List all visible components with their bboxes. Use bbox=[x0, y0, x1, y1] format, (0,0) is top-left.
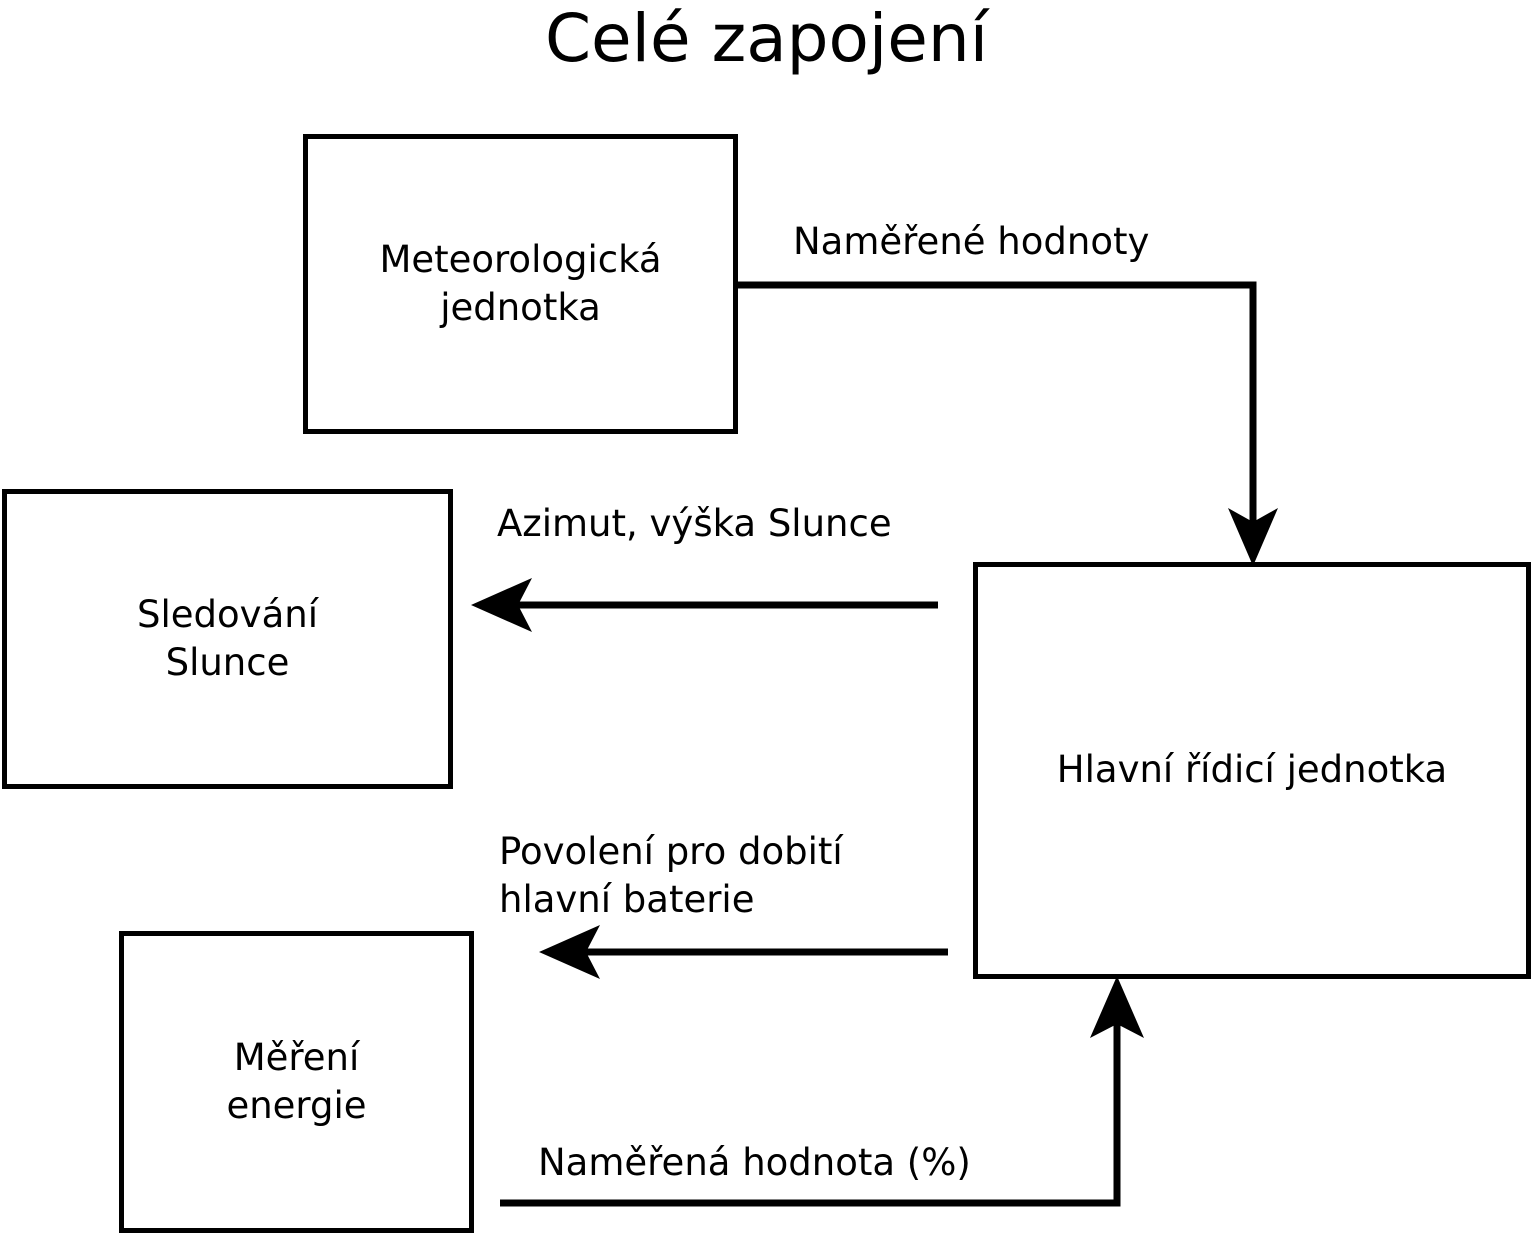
node-label: Meteorologická jednotka bbox=[379, 237, 662, 329]
edge-label-azimuth: Azimut, výška Slunce bbox=[497, 502, 892, 545]
arrowhead-down-icon bbox=[1228, 508, 1278, 566]
node-mereni-energie[interactable]: Měření energie bbox=[119, 931, 474, 1233]
edge-label-measured-values: Naměřené hodnoty bbox=[793, 220, 1150, 263]
arrowhead-left-icon bbox=[539, 925, 600, 979]
node-label: Hlavní řídicí jednotka bbox=[1056, 748, 1448, 792]
edge-label-charge-permission: Povolení pro dobití hlavní baterie bbox=[499, 830, 843, 922]
edge-charge-permission bbox=[539, 925, 948, 979]
edge-label-measured-percent: Naměřená hodnota (%) bbox=[538, 1141, 971, 1184]
edge-measured-values bbox=[738, 281, 1278, 566]
node-sledovani-slunce[interactable]: Sledování Slunce bbox=[2, 489, 453, 789]
page-title: Celé zapojení bbox=[544, 0, 989, 77]
arrowhead-up-icon bbox=[1090, 976, 1144, 1038]
node-label: Sledování Slunce bbox=[137, 592, 318, 684]
edge-measured-percent bbox=[500, 976, 1144, 1207]
node-hlavni-ridici-jednotka[interactable]: Hlavní řídicí jednotka bbox=[973, 562, 1531, 979]
edge-azimuth bbox=[471, 578, 938, 632]
node-label: Měření energie bbox=[226, 1035, 367, 1127]
node-meteorologicka-jednotka[interactable]: Meteorologická jednotka bbox=[303, 134, 738, 434]
arrowhead-left-icon bbox=[471, 578, 532, 632]
